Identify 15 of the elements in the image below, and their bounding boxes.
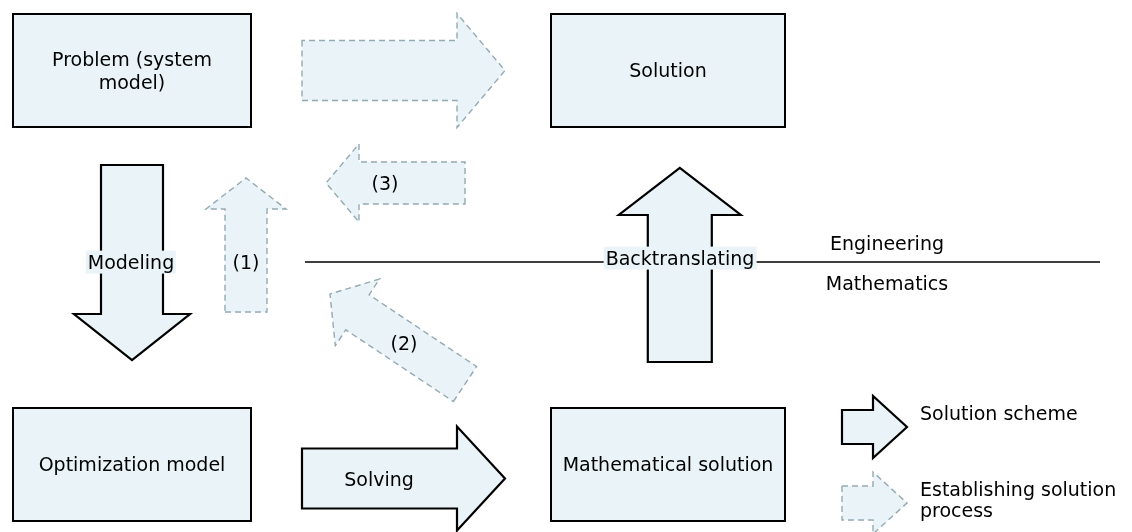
process-box: Solution <box>550 13 786 128</box>
edge-label: Modeling <box>85 250 177 274</box>
block-arrow <box>325 142 466 224</box>
region-label: (2) <box>390 332 418 354</box>
edge-label: Backtranslating <box>603 246 757 270</box>
legend-label: Establishing solution process <box>920 479 1118 521</box>
block-arrow <box>203 177 289 313</box>
legend-label: Solution scheme <box>920 403 1079 424</box>
process-box: Optimization model <box>12 407 252 522</box>
block-arrow <box>301 11 506 130</box>
block-arrow <box>300 423 507 532</box>
process-box: Mathematical solution <box>550 407 786 522</box>
region-label: Mathematics <box>825 272 949 294</box>
process-box: Problem (system model) <box>12 13 252 128</box>
region-label: Engineering <box>830 232 944 254</box>
